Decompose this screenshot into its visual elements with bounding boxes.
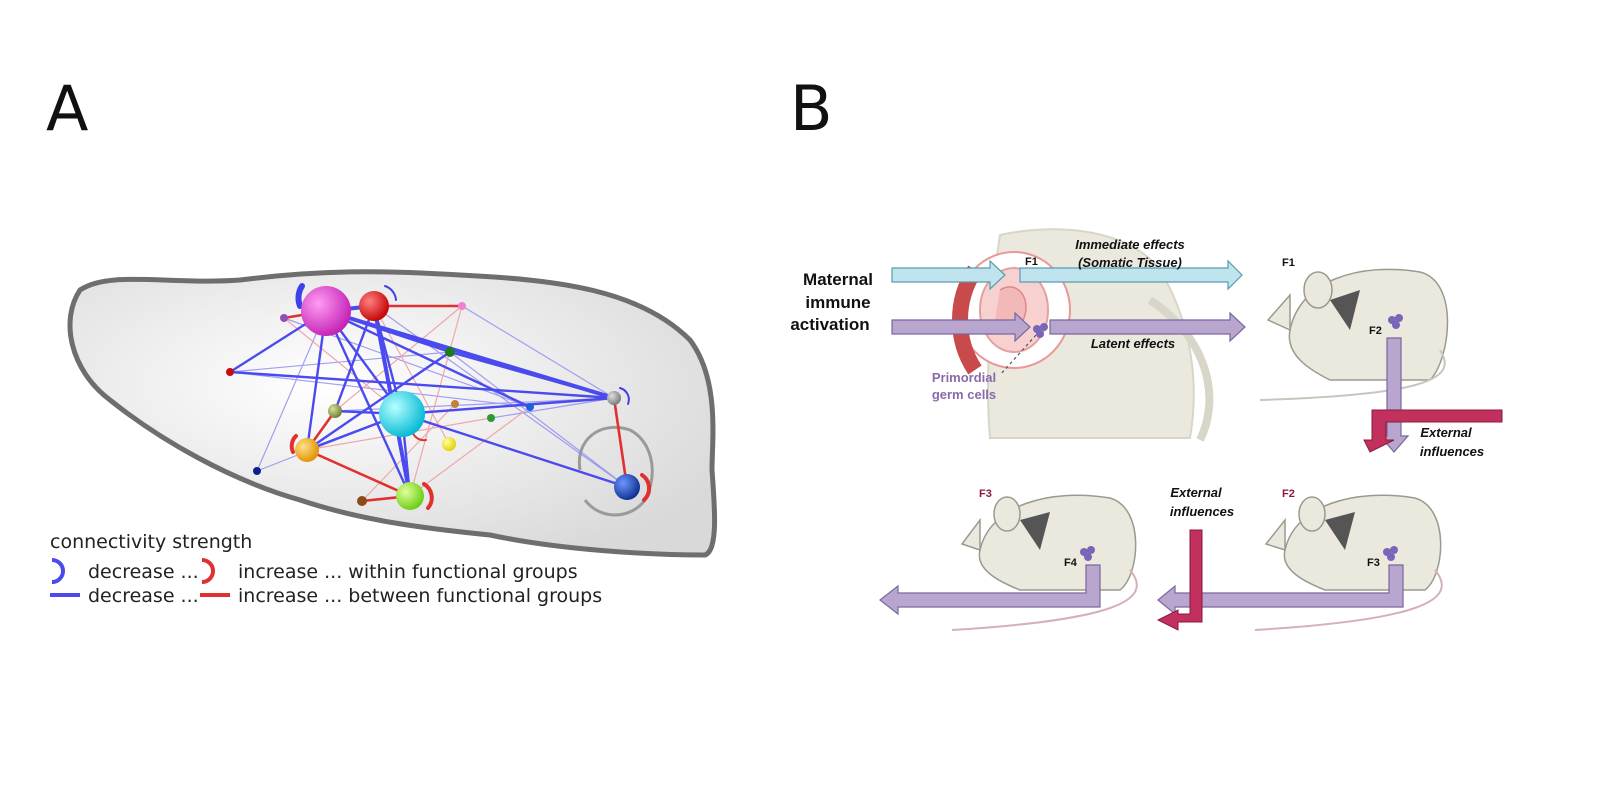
node-cyan [379, 391, 425, 437]
external-bottom-label-1: External [1170, 485, 1222, 500]
node-olive [328, 404, 342, 418]
immediate-arrow [891, 259, 1243, 291]
external-arrow-bottom [1156, 529, 1203, 631]
transgenerational-diagram: Maternal immune activation Immediate eff… [790, 228, 1503, 631]
mouse-f1 [1259, 268, 1449, 401]
node-yellow [442, 437, 456, 451]
legend-row1-decrease: decrease ... [88, 561, 199, 583]
node-orange [295, 438, 319, 462]
node-green-2 [487, 414, 495, 422]
brain-region-nodes [226, 286, 640, 510]
maternal-label-1: Maternal [803, 270, 873, 289]
latent-arrow-f2-to-f3 [1157, 564, 1404, 616]
external-right-label-2: influences [1420, 444, 1484, 459]
immediate-label-1: Immediate effects [1075, 237, 1185, 252]
germ-cells-icon [1033, 323, 1048, 338]
legend-row2-increase: increase ... between functional groups [238, 585, 602, 607]
node-red [359, 291, 389, 321]
panel-b-letter: B [790, 72, 833, 145]
primordial-pointer [999, 334, 1037, 376]
legend-row1-increase: increase ... within functional groups [238, 561, 578, 583]
gen-f1-mother: F1 [1025, 256, 1038, 268]
node-navy [614, 474, 640, 500]
mouse-f3 [951, 494, 1138, 631]
node-blue-small [526, 403, 534, 411]
node-tan [451, 400, 459, 408]
latent-label: Latent effects [1091, 336, 1175, 351]
node-brown [357, 496, 367, 506]
legend-decrease-within-arc [51, 558, 65, 584]
legend-increase-within-arc [201, 558, 215, 584]
legend: connectivity strength decrease ... incre… [50, 531, 602, 607]
primordial-label-2: germ cells [932, 387, 996, 402]
legend-title: connectivity strength [50, 531, 252, 553]
latent-arrow-f3-to-f4 [879, 564, 1101, 616]
legend-row2-decrease: decrease ... [88, 585, 199, 607]
external-right-label-1: External [1420, 425, 1472, 440]
gen-f3-inner: F3 [1367, 557, 1380, 569]
node-darkred [226, 368, 234, 376]
brain-network-diagram: connectivity strength decrease ... incre… [50, 269, 718, 607]
node-gray [607, 391, 621, 405]
latent-arrow [891, 311, 1246, 343]
node-magenta [301, 286, 351, 336]
primordial-label-1: Primordial [932, 370, 996, 385]
gen-f3-mouse: F3 [979, 488, 992, 500]
node-darkblue [253, 467, 261, 475]
panel-a-letter: A [46, 72, 89, 145]
gen-f4-inner: F4 [1064, 557, 1078, 569]
maternal-label-3: activation [790, 315, 869, 334]
node-purple [280, 314, 288, 322]
immediate-label-2: (Somatic Tissue) [1078, 255, 1182, 270]
within-group-arcs [289, 283, 652, 510]
node-pink [458, 302, 466, 310]
node-lime [396, 482, 424, 510]
external-arrow-right [1363, 409, 1503, 453]
gen-f2-inner: F2 [1369, 325, 1382, 337]
node-green-1 [445, 347, 455, 357]
connection-edges [228, 304, 629, 503]
gen-f1-mouse: F1 [1282, 257, 1295, 269]
external-bottom-label-2: influences [1170, 504, 1234, 519]
maternal-label-2: immune [805, 293, 870, 312]
mouse-f2 [1254, 494, 1443, 631]
brain-fold [577, 425, 654, 517]
gen-f2-mouse: F2 [1282, 488, 1295, 500]
